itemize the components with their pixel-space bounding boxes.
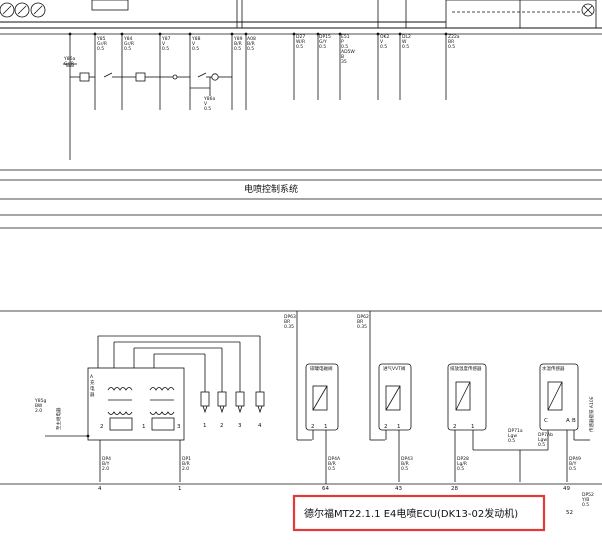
pin-4: 4 [98,486,102,492]
component-c4-pin-b: B [572,418,576,424]
injector-number-2: 2 [220,423,224,429]
component-title-c4: 水温传感器 [542,365,565,372]
pin-1: 1 [178,486,182,492]
coil-pin-3: 3 [177,424,181,430]
component-c4-pin-c: C [544,418,548,424]
pin-49: 49 [563,486,570,492]
component-title-c2: 进气VVT阀 [383,365,406,372]
coil-pin-2: 2 [100,424,104,430]
upper-drops [68,32,448,160]
pin-64: 64 [322,486,329,492]
injector-number-1: 1 [203,423,207,429]
gauge-icons [0,2,46,18]
injector-number-4: 4 [258,423,262,429]
ecu-label-group: 德尔福MT22.1.1 E4电喷ECU(DK13-02发动机) [292,494,546,532]
pin-43: 43 [395,486,402,492]
ecu-label: 德尔福MT22.1.1 E4电喷ECU(DK13-02发动机) [304,507,518,520]
sensor-components: 碳罐电磁阀 2 1 进气VVT阀 2 1 排放温度传感器 2 1 [305,363,595,482]
left-vertical-label: 至主继电器 [55,407,62,430]
pin-52: 52 [566,510,573,516]
ecu-highlight-box [292,494,546,532]
component-c2-pin-2: 2 [384,424,388,430]
pin-28: 28 [451,486,458,492]
component-title-c3: 排放温度传感器 [450,365,482,372]
component-c3-pin-2: 2 [453,424,457,430]
section-title: 电喷控制系统 [244,183,298,195]
component-c3-pin-1: 1 [471,424,475,430]
component-c2-pin-1: 1 [397,424,401,430]
upper-components [63,63,232,96]
component-c4-pin-a: A [566,418,570,424]
section-header: 电喷控制系统 [0,169,602,229]
component-c1-pin-1: 1 [324,424,328,430]
injector-number-3: 3 [238,423,242,429]
ht-leads [97,335,261,392]
ecu-pin-numbers: 4 1 64 43 28 49 52 [98,486,573,516]
component-title-c1: 碳罐电磁阀 [310,365,333,372]
coil-pin-1: 1 [142,424,146,430]
right-vertical-label: 传感器搭铁 A10E [588,396,595,432]
injectors: 1 2 3 4 [200,391,265,429]
component-c1-pin-2: 2 [311,424,315,430]
